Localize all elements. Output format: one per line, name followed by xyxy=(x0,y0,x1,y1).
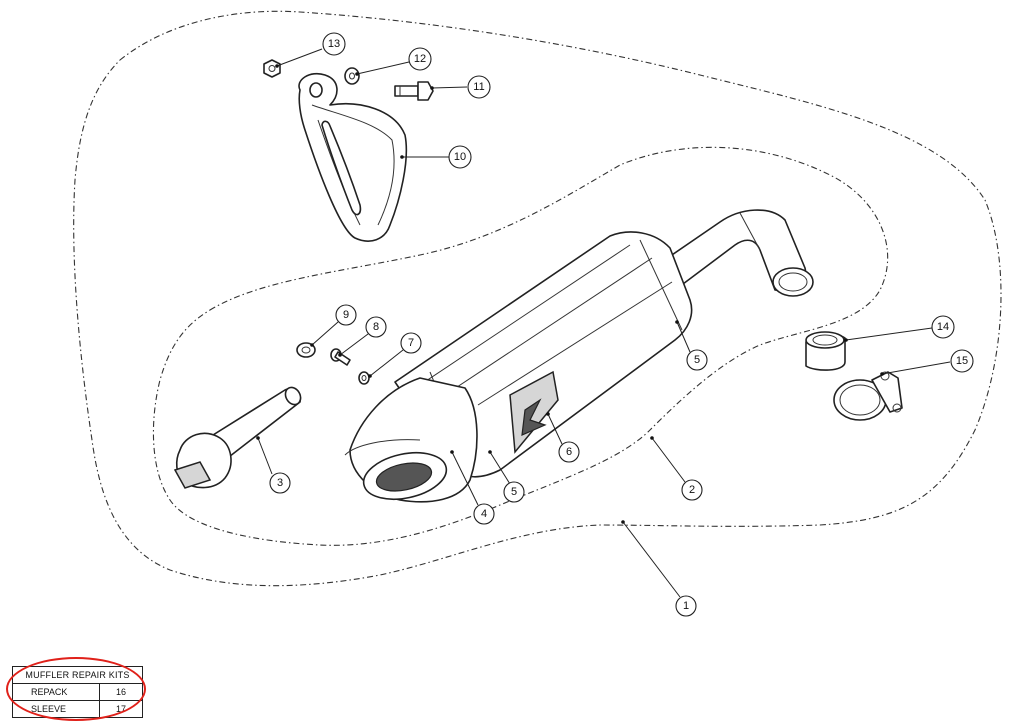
callout-15: 15 xyxy=(950,349,974,373)
callout-13: 13 xyxy=(322,32,346,56)
washer-part-7 xyxy=(358,371,370,385)
callout-label: 5 xyxy=(511,486,517,498)
callout-label: 7 xyxy=(408,337,414,349)
washer-part-12 xyxy=(344,67,360,85)
leader-lines xyxy=(257,48,951,598)
callout-12: 12 xyxy=(408,47,432,71)
link-pipe xyxy=(649,209,814,297)
callout-label: 9 xyxy=(343,309,349,321)
callout-7: 7 xyxy=(400,332,422,354)
assembly-1-boundary xyxy=(73,10,1002,587)
nut-part-13 xyxy=(263,59,281,78)
callout-11: 11 xyxy=(467,75,491,99)
callout-14: 14 xyxy=(931,315,955,339)
callout-6: 6 xyxy=(558,441,580,463)
gasket-part-14 xyxy=(805,331,846,371)
callout-3: 3 xyxy=(269,472,291,494)
callout-5-upper: 5 xyxy=(686,349,708,371)
callout-9: 9 xyxy=(335,304,357,326)
screw-part-8 xyxy=(330,348,351,366)
callout-label: 6 xyxy=(566,446,572,458)
db-killer-part-3 xyxy=(173,386,302,489)
callout-label: 3 xyxy=(277,477,283,489)
leader-dots xyxy=(256,64,884,524)
callout-10: 10 xyxy=(448,145,472,169)
heat-shield-part-10 xyxy=(298,72,408,242)
assembly-2-boundary xyxy=(152,146,889,546)
callout-label: 4 xyxy=(481,508,487,520)
callout-label: 14 xyxy=(937,321,949,333)
callout-label: 8 xyxy=(373,321,379,333)
callout-1: 1 xyxy=(675,595,697,617)
callout-label: 11 xyxy=(473,81,484,93)
callout-label: 5 xyxy=(694,354,700,366)
callout-label: 10 xyxy=(454,151,466,163)
callout-8: 8 xyxy=(365,316,387,338)
grommet-part-9 xyxy=(296,342,316,358)
bolt-part-11 xyxy=(394,81,434,101)
callout-label: 15 xyxy=(956,355,968,367)
callout-2: 2 xyxy=(681,479,703,501)
callout-5-lower: 5 xyxy=(503,481,525,503)
end-cap-part-4 xyxy=(344,377,478,503)
clamp-part-15 xyxy=(833,371,903,421)
callout-label: 12 xyxy=(414,53,426,65)
callout-label: 1 xyxy=(683,600,689,612)
callout-4: 4 xyxy=(473,503,495,525)
red-highlight-ellipse xyxy=(6,657,146,721)
callout-label: 13 xyxy=(328,38,340,50)
callout-label: 2 xyxy=(689,484,695,496)
